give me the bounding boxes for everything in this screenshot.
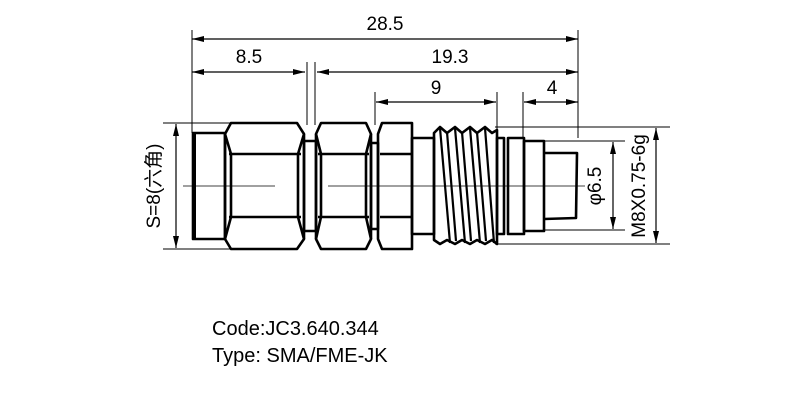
dim-thread-spec: M8X0.75-6g [629, 134, 650, 238]
dim-overall-length: 28.5 [367, 14, 404, 35]
hex-nut-3 [376, 121, 414, 251]
tip [543, 151, 579, 221]
hex-nut-2 [314, 121, 373, 251]
dimension-lines [173, 36, 659, 248]
dim-tip-diameter: φ6.5 [585, 167, 606, 206]
dim-left-length: 8.5 [236, 47, 262, 68]
dim-hex-size: S=8(六角) [143, 144, 165, 229]
product-code: Code:JC3.640.344 [212, 318, 379, 340]
dim-right-length: 19.3 [432, 47, 469, 68]
dim-tip-length: 4 [547, 78, 558, 99]
connector-body [191, 121, 579, 251]
extension-lines [163, 30, 670, 250]
hex-nut-1 [223, 121, 306, 251]
dim-thread-length: 9 [431, 78, 442, 99]
product-type: Type: SMA/FME-JK [212, 345, 388, 367]
